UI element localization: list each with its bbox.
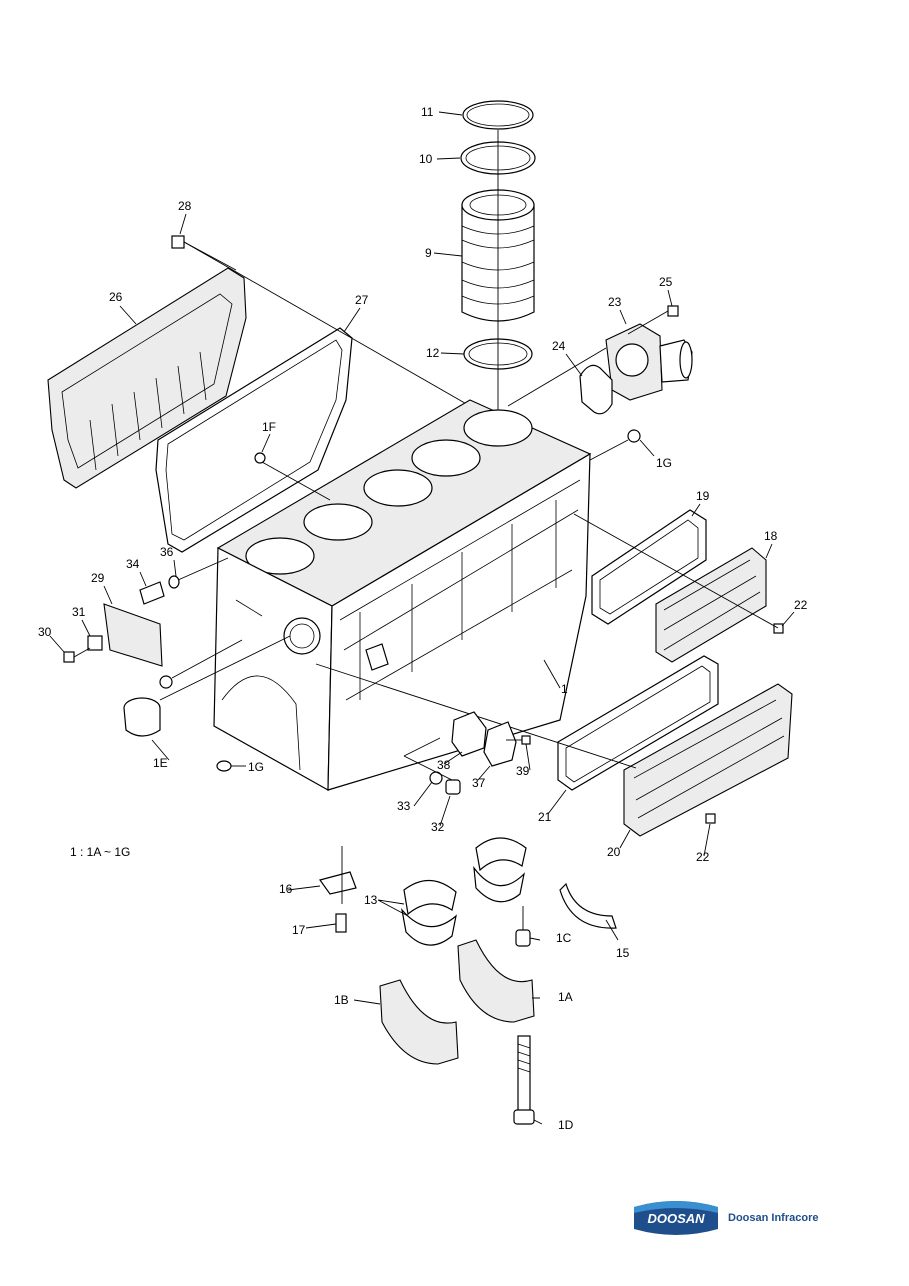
gasket-19	[591, 509, 707, 625]
label-23: 23	[608, 295, 622, 309]
label-9: 9	[425, 246, 432, 260]
label-16: 16	[279, 882, 293, 896]
plug-32	[445, 779, 461, 795]
label-31: 31	[72, 605, 86, 619]
label-1E: 1E	[153, 756, 168, 770]
thermostat-housing-23	[605, 323, 693, 401]
label-30: 30	[38, 625, 52, 639]
label-39: 39	[516, 764, 530, 778]
label-1A: 1A	[558, 990, 573, 1004]
label-20: 20	[607, 845, 621, 859]
label-1G-bottom: 1G	[248, 760, 264, 774]
label-22-bottom: 22	[696, 850, 710, 864]
label-29: 29	[91, 571, 105, 585]
plate-29	[103, 603, 163, 667]
label-11: 11	[421, 105, 434, 119]
label-13: 13	[364, 893, 378, 907]
label-1B: 1B	[334, 993, 349, 1007]
label-33: 33	[397, 799, 411, 813]
doosan-logo: DOOSAN	[634, 1201, 718, 1235]
thrust-washer-15	[559, 882, 617, 929]
bolt-25	[627, 305, 679, 335]
label-17: 17	[292, 923, 306, 937]
label-36: 36	[160, 545, 174, 559]
gasket-21	[557, 655, 719, 791]
label-19: 19	[696, 489, 710, 503]
label-1C: 1C	[556, 931, 572, 945]
oil-cooler-cover-20	[623, 683, 793, 837]
seal-1E	[123, 635, 291, 737]
seal-ring-11	[462, 100, 534, 130]
logo-text: DOOSAN	[647, 1211, 705, 1226]
label-25: 25	[659, 275, 673, 289]
label-37: 37	[472, 776, 486, 790]
bush-31	[87, 635, 103, 651]
label-26: 26	[109, 290, 123, 304]
label-1: 1	[561, 682, 568, 696]
label-38: 38	[437, 758, 451, 772]
cover-37	[483, 721, 517, 767]
plug-small	[159, 639, 243, 689]
bolt-22-top	[573, 513, 784, 634]
plug-1G-top	[589, 429, 655, 461]
plug-1G-bottom	[216, 760, 246, 772]
label-1D: 1D	[558, 1118, 574, 1132]
label-10: 10	[419, 152, 433, 166]
dowel-1C	[515, 906, 531, 947]
label-28: 28	[178, 199, 192, 213]
label-18: 18	[764, 529, 778, 543]
label-32: 32	[431, 820, 445, 834]
cover-26	[47, 267, 247, 489]
bearing-shell-13b	[473, 837, 527, 903]
label-27: 27	[355, 293, 369, 307]
bolt-22-bottom	[705, 813, 716, 824]
main-bearing-cap-1B	[379, 979, 459, 1065]
bolt-17	[335, 913, 347, 933]
bolt-1D	[513, 1035, 535, 1125]
label-22-top: 22	[794, 598, 808, 612]
label-1F: 1F	[262, 420, 276, 434]
label-12: 12	[426, 346, 440, 360]
sensor-34	[139, 581, 165, 605]
oil-jet-16	[319, 846, 357, 904]
plug-1F	[254, 452, 331, 501]
bearing-shell-13a	[401, 879, 457, 946]
label-24: 24	[552, 339, 566, 353]
brand-name: Doosan Infracore	[728, 1212, 819, 1224]
cover-18	[655, 547, 767, 663]
bolt-30	[63, 647, 91, 663]
cover-38	[451, 711, 487, 757]
label-1G-top: 1G	[656, 456, 672, 470]
label-34: 34	[126, 557, 140, 571]
gasket-24	[579, 364, 613, 415]
reference-note: 1 : 1A ~ 1G	[70, 845, 131, 859]
label-15: 15	[616, 946, 630, 960]
main-bearing-cap-1A	[457, 939, 535, 1023]
washer-36	[168, 557, 229, 589]
cylinder-block-1	[213, 399, 592, 792]
